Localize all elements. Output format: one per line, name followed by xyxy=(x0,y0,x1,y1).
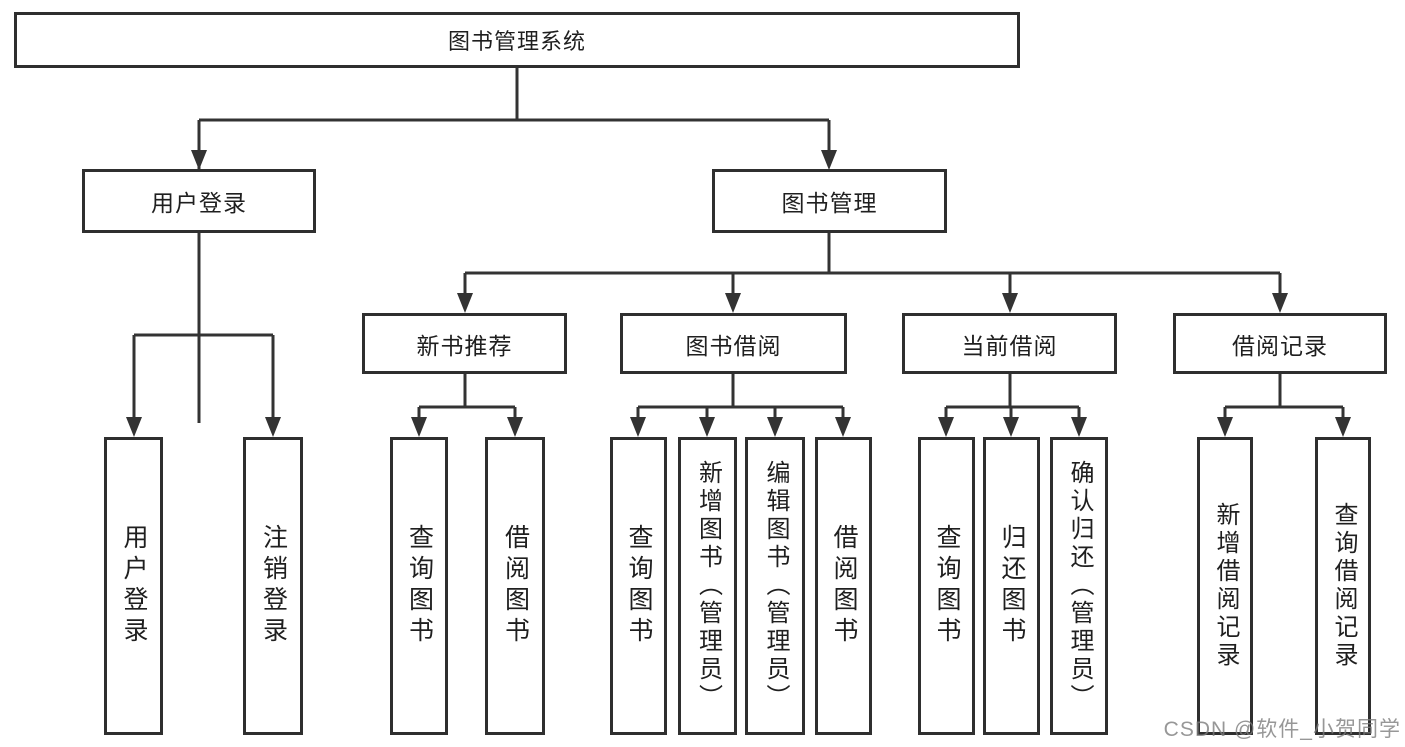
node-borrow-records: 借阅记录 xyxy=(1173,313,1387,374)
connector-book-management-group xyxy=(463,233,1282,300)
connector-new-book-group xyxy=(417,374,517,423)
leaf-label: 用户登录 xyxy=(120,524,148,648)
node-leaf-query-books-borrow: 查询图书 xyxy=(610,437,667,735)
node-user-login: 用户登录 xyxy=(82,169,316,233)
node-leaf-add-book-admin: 新增图书（管理员） xyxy=(678,437,737,735)
node-leaf-return-book: 归还图书 xyxy=(983,437,1040,735)
leaf-label: 新增借阅记录 xyxy=(1212,502,1239,670)
watermark: CSDN @软件_小贺同学 xyxy=(1163,718,1401,741)
connector-user-login-group xyxy=(132,233,275,423)
node-current-borrow: 当前借阅 xyxy=(902,313,1117,374)
node-leaf-add-borrow-record: 新增借阅记录 xyxy=(1197,437,1253,735)
connector-book-borrow-group xyxy=(636,374,845,423)
leaf-label: 编辑图书（管理员） xyxy=(762,460,789,712)
node-leaf-confirm-return-admin: 确认归还（管理员） xyxy=(1050,437,1108,735)
leaf-label: 查询借阅记录 xyxy=(1330,502,1357,670)
leaf-label: 查询图书 xyxy=(625,524,653,648)
node-leaf-query-books-current: 查询图书 xyxy=(918,437,975,735)
connector-borrow-records-group xyxy=(1223,374,1345,423)
leaf-label: 借阅图书 xyxy=(830,524,858,648)
node-leaf-borrow-books: 借阅图书 xyxy=(815,437,872,735)
leaf-label: 新增图书（管理员） xyxy=(694,460,722,712)
node-book-borrow: 图书借阅 xyxy=(620,313,847,374)
node-leaf-query-borrow-record: 查询借阅记录 xyxy=(1315,437,1371,735)
node-root: 图书管理系统 xyxy=(14,12,1020,68)
node-book-management: 图书管理 xyxy=(712,169,947,233)
connector-current-borrow-group xyxy=(944,374,1081,423)
leaf-label: 查询图书 xyxy=(405,524,434,648)
node-new-book-recommend: 新书推荐 xyxy=(362,313,567,374)
leaf-label: 查询图书 xyxy=(933,524,961,648)
leaf-label: 归还图书 xyxy=(998,524,1026,648)
node-leaf-query-books-recommend: 查询图书 xyxy=(390,437,448,735)
leaf-label: 注销登录 xyxy=(259,524,288,648)
leaf-label: 确认归还（管理员） xyxy=(1066,460,1093,712)
node-leaf-user-login: 用户登录 xyxy=(104,437,163,735)
node-leaf-borrow-books-recommend: 借阅图书 xyxy=(485,437,545,735)
node-leaf-edit-book-admin: 编辑图书（管理员） xyxy=(745,437,805,735)
node-leaf-logout: 注销登录 xyxy=(243,437,303,735)
leaf-label: 借阅图书 xyxy=(501,524,530,648)
